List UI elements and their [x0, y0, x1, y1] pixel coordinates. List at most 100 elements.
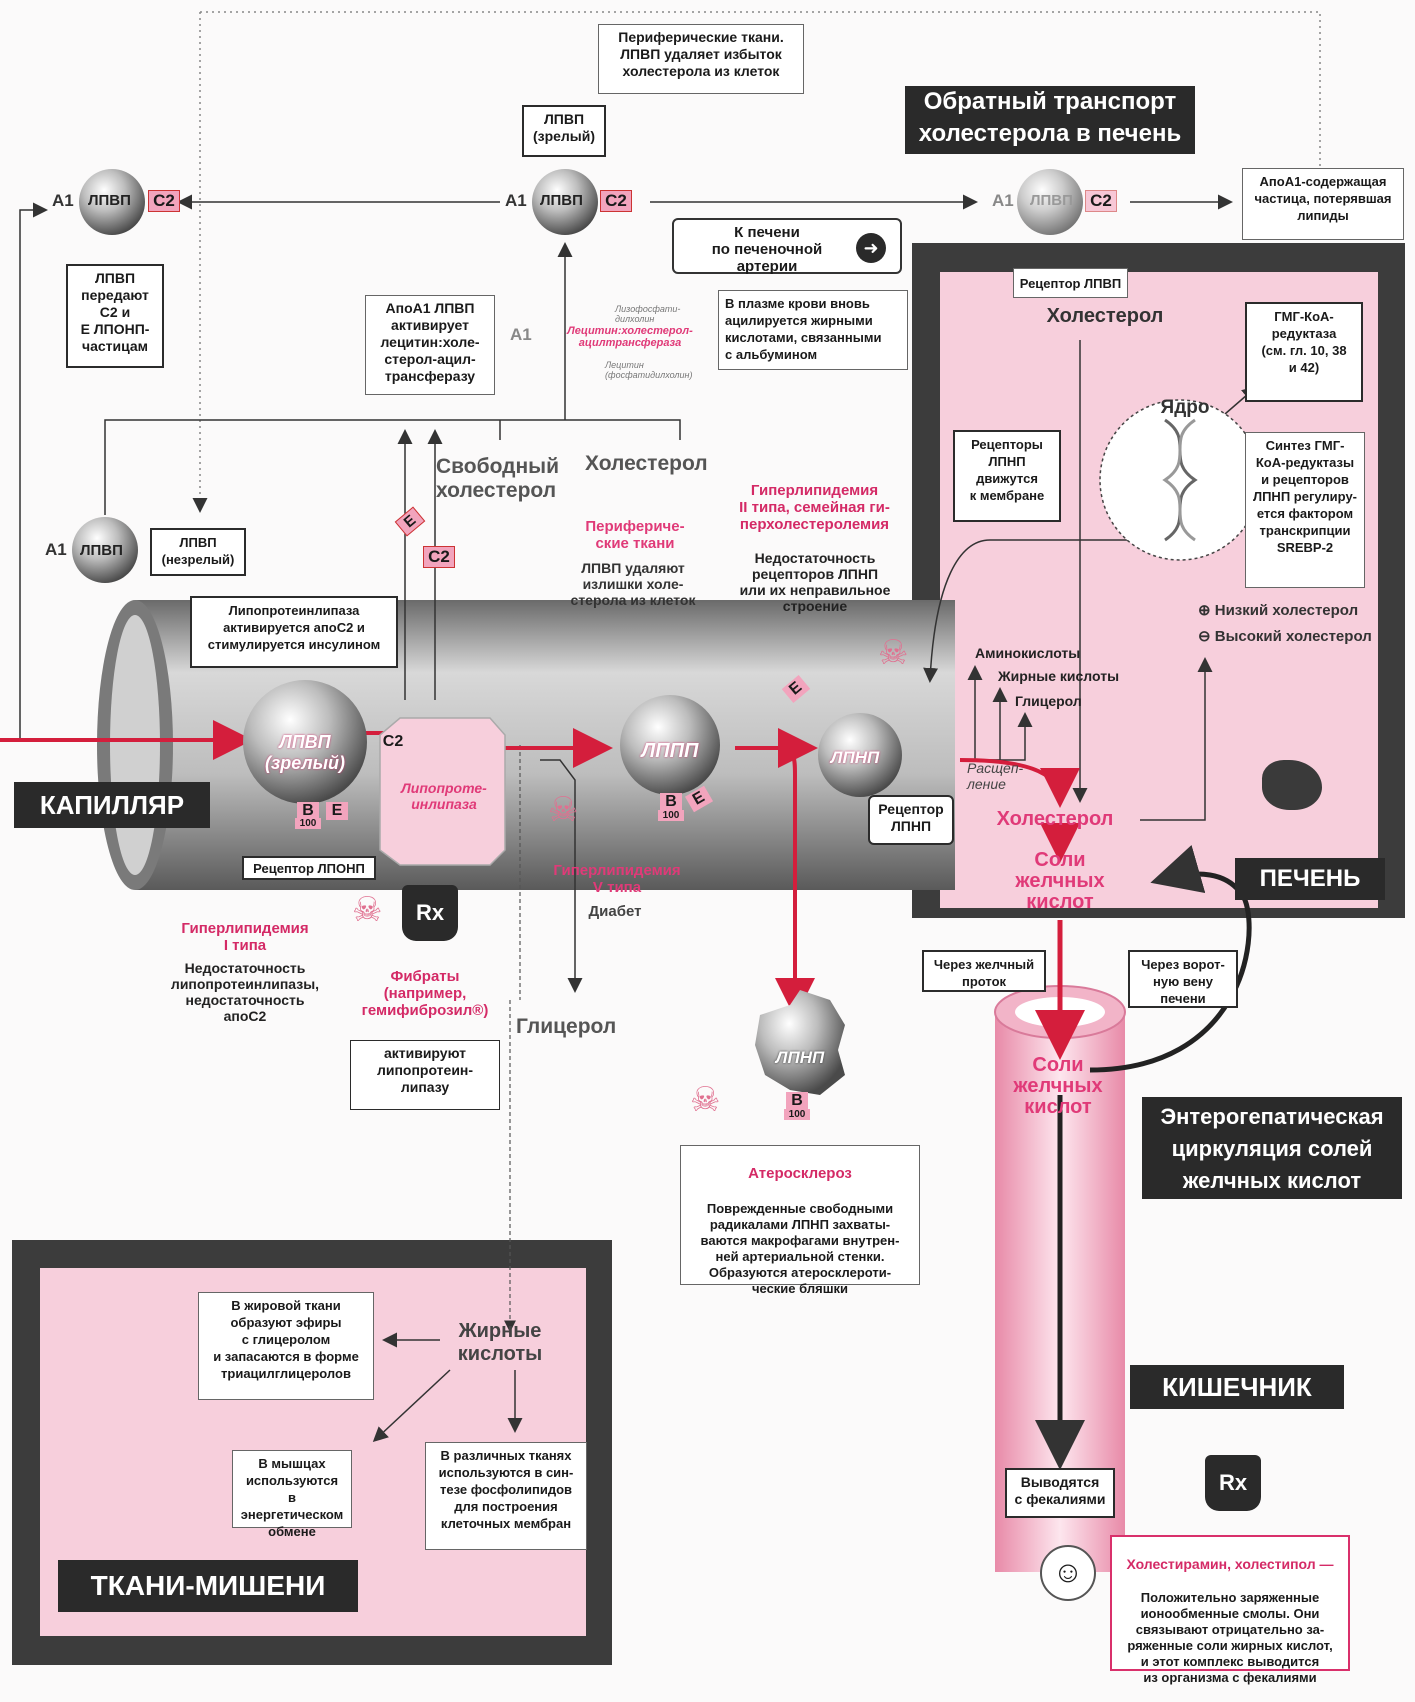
cleavage-label: Расщеп- ление [967, 760, 1024, 792]
resins-box: Холестирамин, холестипол — Положительно … [1110, 1535, 1350, 1685]
a1-tag: А1 [52, 191, 74, 210]
c2-tag: С2 [1085, 190, 1117, 212]
peripheral-tissues-text: ЛПВП удаляют излишки холе- стерола из кл… [570, 560, 696, 608]
low-cholesterol-label: ⊕ Низкий холестерол [1198, 602, 1359, 619]
hdl-tag: ЛПВП [80, 542, 123, 559]
hdl-transfer-note: ЛПВП передают С2 и Е ЛПОНП- частицам [66, 264, 164, 368]
b-tag: B [297, 802, 319, 820]
person-icon: ☺ [1040, 1545, 1096, 1601]
plus-icon: ⊕ [1198, 602, 1215, 619]
skull-icon: ☠ [352, 891, 383, 929]
a1-tag: А1 [992, 191, 1014, 210]
bile-salts-liver-label: Соли желчных кислот [1015, 849, 1105, 913]
aminoacids-label: Аминокислоты [975, 645, 1081, 661]
oxidized-ldl-label: ЛПНП [775, 1048, 825, 1067]
enterohepatic-banner: Энтерогепатическая циркуляция солей желч… [1142, 1097, 1402, 1199]
lcat-label: Лецитин:холестерол- ацилтрансфераза [567, 325, 693, 349]
b-tag: B [786, 1092, 808, 1110]
b100-tag: 100 [658, 810, 684, 821]
ldl-receptors-move-box: Рецепторы ЛПНП движутся к мембране [953, 430, 1061, 522]
lipoprotein-lipase-note: Липопротеинлипаза активируется апоС2 и с… [190, 596, 398, 668]
hdl-mature-capillary-label: ЛПВП (зрелый) [265, 732, 345, 773]
lysolecithin-label: Лизофосфати- дилхолин [615, 304, 681, 324]
liver-icon [1262, 760, 1322, 810]
fibrates-title: Фибраты (например, гемифиброзил®) [361, 968, 489, 1019]
capillary-banner: КАПИЛЛЯР [14, 782, 210, 828]
srebp-box: Синтез ГМГ- КоА-редуктазы и рецепторов Л… [1245, 432, 1365, 588]
peripheral-tissues-note: Периферические ткани. ЛПВП удаляет избыт… [598, 24, 804, 94]
vldl-receptor-label: Рецептор ЛПОНП [242, 856, 376, 880]
adipose-box: В жировой ткани образуют эфиры с глицеро… [198, 1292, 374, 1400]
idl-particle [620, 695, 720, 795]
glycerol-label: Глицерол [516, 1015, 617, 1038]
liver-cholesterol-label: Холестерол [996, 808, 1114, 830]
bile-duct-label: Через желчный проток [922, 950, 1046, 992]
reverse-transport-title: Обратный транспорт холестерола в печень [905, 86, 1195, 154]
atherosclerosis-box: Атеросклероз Поврежденные свободными рад… [680, 1145, 920, 1296]
atherosclerosis-title: Атеросклероз [748, 1165, 852, 1182]
bile-salts-gut-label: Соли желчных кислот [1013, 1054, 1103, 1118]
idl-label: ЛППП [641, 740, 699, 762]
hdl-particle-capillary [243, 680, 367, 804]
glycerol-liver-label: Глицерол [1015, 693, 1082, 709]
hyperlipidemia-2-text: Недостаточность рецепторов ЛПНП или их н… [739, 550, 891, 614]
free-cholesterol-label: Свободный холестерол [436, 455, 560, 502]
hdl-particle-left [79, 169, 145, 235]
nucleus-label: Ядро [1160, 397, 1210, 418]
fatty-acids-label: Жирные кислоты [457, 1320, 543, 1365]
portal-vein-label: Через ворот- ную вену печени [1128, 950, 1238, 1008]
atherosclerosis-text: Поврежденные свободными радикалами ЛПНП … [700, 1201, 900, 1296]
ldl-receptor-label: Рецептор ЛПНП [868, 795, 954, 845]
hdl-immature-label: ЛПВП (незрелый) [150, 528, 246, 576]
hyperlipidemia-2-title: Гиперлипидемия II типа, семейная ги- пер… [739, 482, 890, 533]
skull-icon: ☠ [878, 634, 909, 672]
intestine-banner: КИШЕЧНИК [1130, 1365, 1344, 1409]
c2-tag: С2 [382, 733, 404, 750]
skull-icon: ☠ [548, 791, 579, 829]
rx-mortar-icon: Rx [402, 885, 458, 941]
target-tissues-banner: ТКАНИ-МИШЕНИ [58, 1560, 358, 1612]
resins-title: Холестирамин, холестипол — [1126, 1556, 1334, 1572]
hdl-mature-label: ЛПВП (зрелый) [522, 105, 606, 157]
feces-label: Выводятся с фекалиями [1005, 1468, 1115, 1518]
hdl-receptor-label: Рецептор ЛПВП [1013, 268, 1128, 298]
resins-text: Положительно заряженные ионообменные смо… [1127, 1590, 1333, 1685]
a1-tag: А1 [510, 325, 532, 344]
hyperlipidemia-1-title: Гиперлипидемия I типа [181, 920, 309, 954]
hdl-particle-immature [72, 517, 138, 583]
fibrates-text: активируют липопротеин- липазу [350, 1040, 500, 1110]
rx-mortar-icon: Rx [1205, 1455, 1261, 1511]
hyperlipidemia-5-text: Диабет [588, 903, 642, 920]
hdl-particle-center [532, 169, 598, 235]
hyperlipidemia-5-title: Гиперлипидемия V типа [553, 862, 681, 896]
b100-tag: 100 [295, 818, 321, 829]
dna-helix [1164, 418, 1198, 542]
plasma-acyl-note: В плазме крови вновь ацилируется жирными… [718, 290, 908, 370]
cholesterol-liver-top: Холестерол [1046, 305, 1164, 327]
high-cholesterol-label: ⊖ Высокий холестерол [1198, 628, 1372, 645]
c2-tag: С2 [600, 190, 632, 212]
apoa1-particle-note: АпоА1-содержащая частица, потерявшая лип… [1242, 168, 1404, 240]
skull-icon: ☠ [690, 1081, 721, 1119]
hyperlipidemia-1-text: Недостаточность липопротеинлипазы, недос… [170, 960, 320, 1024]
a1-tag: А1 [45, 540, 67, 559]
arrow-right-icon[interactable]: ➜ [856, 233, 886, 263]
e-tag: Е [326, 802, 348, 820]
b-tag: B [660, 793, 682, 811]
nucleus-circle [1099, 399, 1261, 561]
b100-tag: 100 [784, 1109, 810, 1120]
lecithin-label: Лецитин (фосфатидилхолин) [605, 360, 693, 380]
various-tissues-box: В различных тканях используются в син- т… [425, 1442, 587, 1550]
muscle-box: В мышцах используются в энергетическом о… [232, 1450, 352, 1539]
lipoprotein-lipase-shape [379, 717, 506, 866]
a1-tag: А1 [505, 191, 527, 210]
minus-icon: ⊖ [1198, 628, 1215, 645]
apoa1-activates-note: АпоА1 ЛПВП активирует лецитин:холе- стер… [365, 295, 495, 395]
hdl-tag: ЛПВП [540, 192, 583, 209]
oxidized-ldl-particle [755, 990, 845, 1095]
c2-tag: С2 [148, 190, 180, 212]
c2-tag: С2 [423, 546, 455, 568]
fatty-acids-liver-label: Жирные кислоты [998, 668, 1120, 684]
hmg-reductase-box: ГМГ-КоА- редуктаза (см. гл. 10, 38 и 42) [1245, 302, 1363, 402]
peripheral-tissues-title: Перифериче- ские ткани [585, 518, 685, 552]
